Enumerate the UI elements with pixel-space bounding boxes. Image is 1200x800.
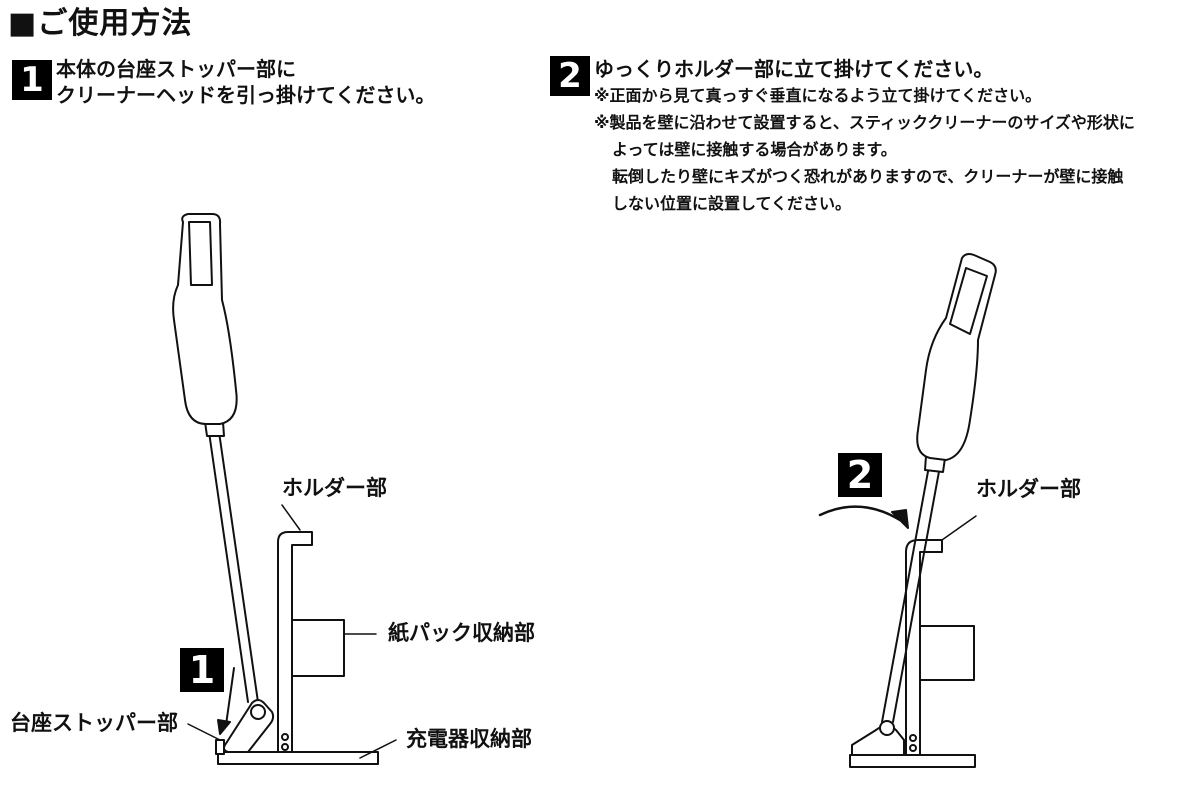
figure-1-leaders	[187, 504, 397, 759]
fig1-stopper-label: 台座ストッパー部	[10, 711, 178, 735]
fig2-pipe-left	[881, 465, 930, 723]
fig1-holder-label: ホルダー部	[282, 476, 387, 500]
fig1-paper-pack-label: 紙パック収納部	[388, 621, 535, 645]
step-2-note-4: 転倒したり壁にキズがつく恐れがありますので、クリーナーが壁に接触	[612, 167, 1124, 186]
fig1-stopper	[215, 739, 225, 755]
fig2-screw-1	[909, 734, 917, 742]
fig1-head-joint	[250, 704, 266, 720]
fig2-screw-2	[909, 744, 917, 752]
fig1-cleaner-body	[172, 213, 238, 425]
fig1-handle-opening	[188, 221, 213, 286]
fig2-holder-post	[905, 539, 943, 756]
step-2-note-3: よっては壁に接触する場合があります。	[612, 140, 897, 159]
fig2-head-joint	[879, 720, 895, 736]
fig2-paper-pack-box	[917, 625, 975, 681]
step-1-line-1: 本体の台座ストッパー部に	[56, 57, 296, 81]
fig2-holder-label: ホルダー部	[976, 477, 1081, 501]
fig1-screw-2	[281, 743, 289, 751]
page-title: ■ご使用方法	[8, 6, 193, 41]
fig1-screw-1	[281, 733, 289, 741]
fig1-pipe-left	[208, 431, 249, 703]
fig2-cleaner-body	[916, 253, 997, 461]
step-1-line-2: クリーナーヘッドを引っ掛けてください。	[56, 83, 436, 107]
fig1-cleaner-head	[223, 699, 275, 753]
fig1-base-plate	[217, 751, 379, 765]
figure-2-leader	[941, 515, 977, 541]
figure-2-illustration	[818, 253, 997, 768]
step-2-note-2: ※製品を壁に沿わせて設置すると、スティッククリーナーのサイズや形状に	[594, 113, 1135, 132]
fig1-charger-label: 充電器収納部	[406, 727, 532, 751]
step-2-badge: 2	[550, 56, 590, 96]
step-2-note-5: しない位置に設置してください。	[612, 194, 852, 213]
step-2-instructions: ゆっくりホルダー部に立て掛けてください。 ※正面から見て真っすぐ垂直になるよう立…	[594, 56, 1135, 217]
step-2-line-1: ゆっくりホルダー部に立て掛けてください。	[594, 57, 994, 81]
step-2-note-1: ※正面から見て真っすぐ垂直になるよう立て掛けてください。	[594, 86, 1042, 105]
fig2-handle-opening	[949, 267, 988, 335]
figure-1-illustration	[172, 213, 379, 765]
fig1-arrow-shaft	[225, 667, 235, 726]
fig1-paper-pack-box	[291, 619, 345, 677]
fig2-pipe-right	[892, 465, 941, 723]
figure-2-step-badge: 2	[838, 453, 882, 497]
fig2-cleaner-head	[851, 725, 905, 756]
fig1-pipe-right	[218, 431, 259, 703]
fig2-base-plate	[849, 754, 976, 768]
fig2-arrow-head	[891, 509, 909, 529]
step-1-badge: 1	[12, 60, 52, 100]
fig1-arrow-head	[217, 719, 231, 735]
fig1-holder-post	[277, 531, 313, 753]
step-1-instructions: 本体の台座ストッパー部に クリーナーヘッドを引っ掛けてください。	[56, 56, 435, 108]
figure-1-step-badge: 1	[180, 648, 224, 692]
fig2-arrow-curve	[818, 505, 902, 522]
